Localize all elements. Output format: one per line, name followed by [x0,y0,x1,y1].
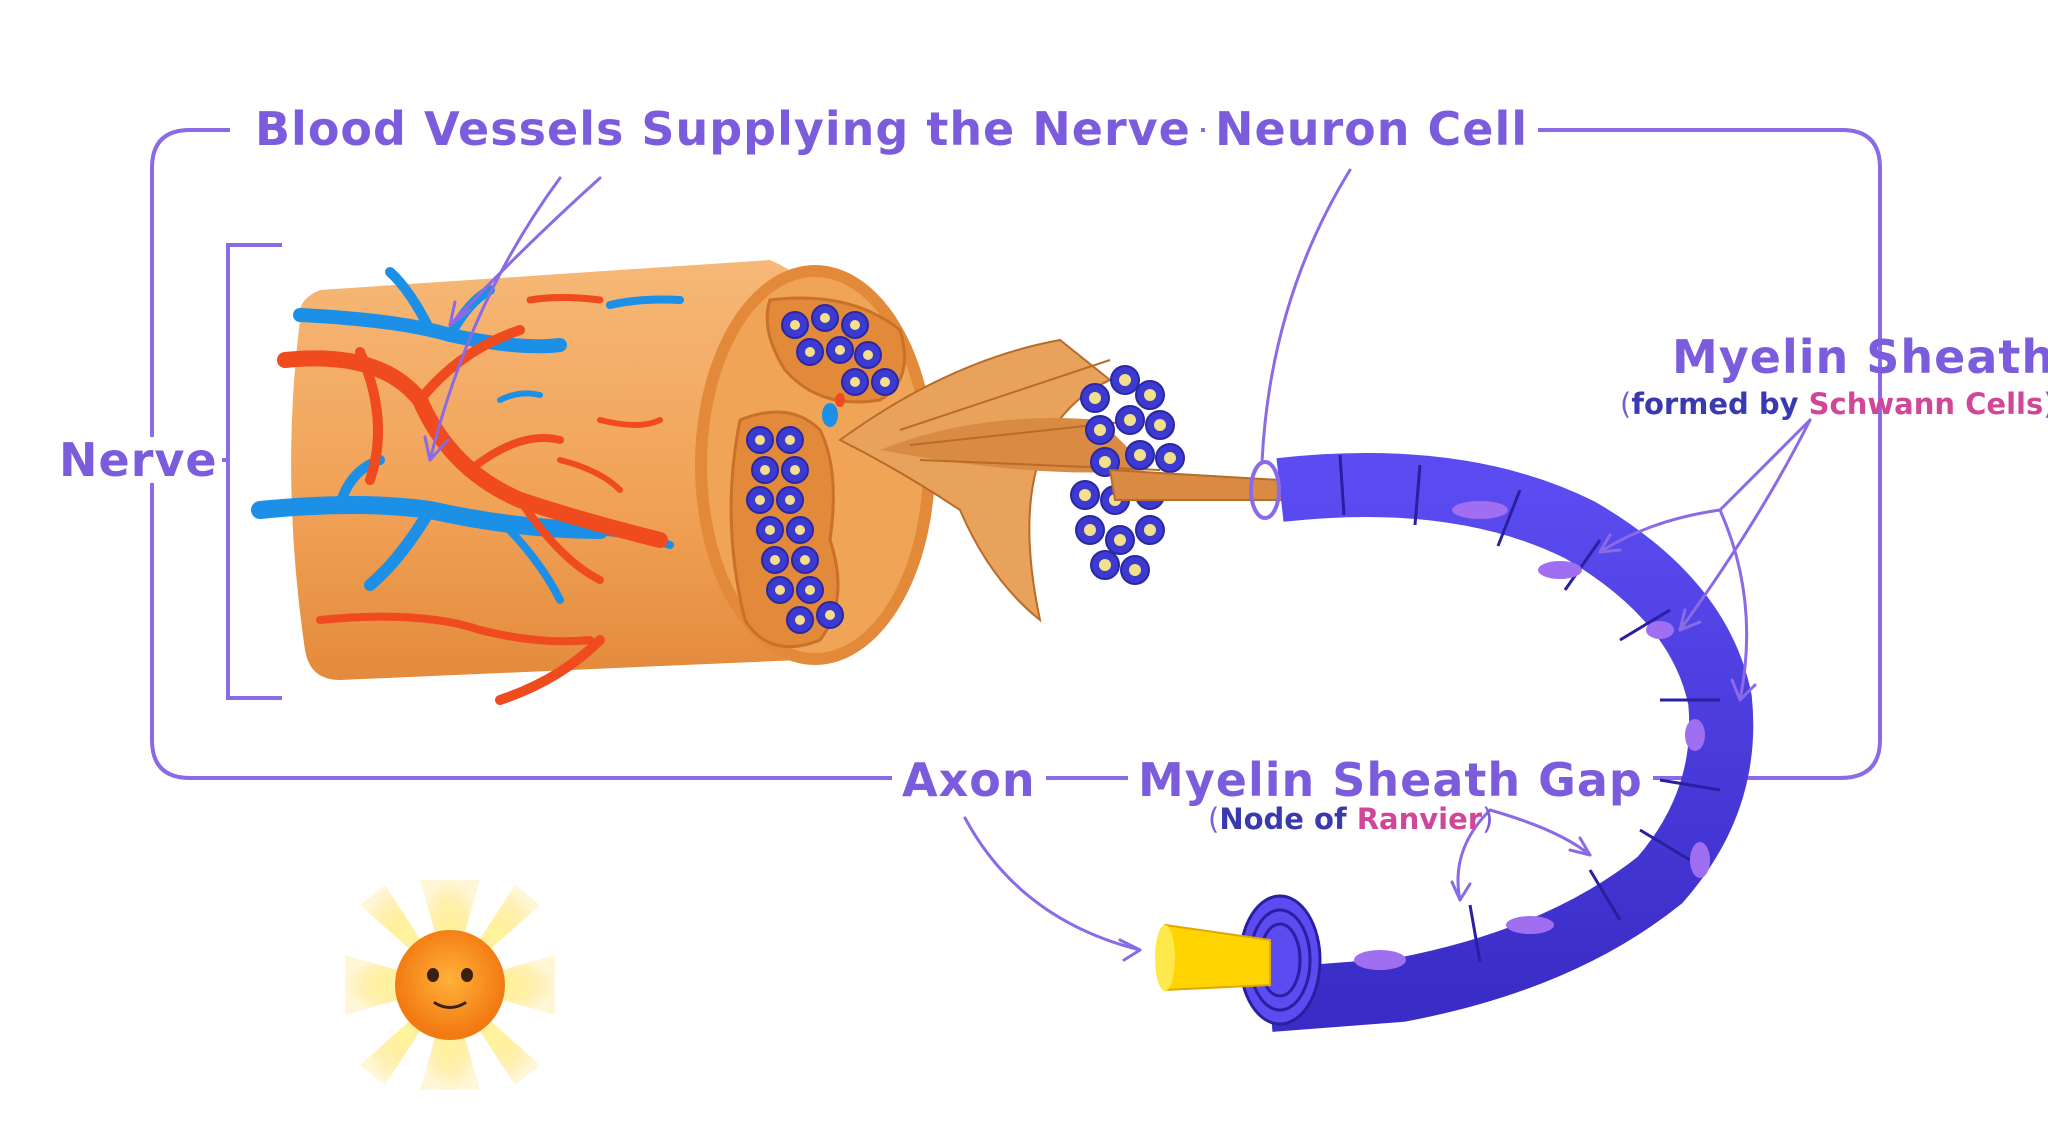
myelin-sheath-label: Myelin Sheath [1672,330,2048,384]
myelin-sheath-subtitle: (formed by Schwann Cells) [1620,387,2048,421]
myelin-sub-prefix: formed by [1631,387,1809,421]
blood-vessels-label: Blood Vessels Supplying the Nerve [245,106,1201,152]
neuron-cell-label: Neuron Cell [1205,106,1538,152]
nerve-label: Nerve [55,437,222,483]
fascicle-cross-section [729,296,906,649]
myelin-gap-subtitle: (Node of Ranvier) [1208,802,1494,836]
artery-vessels [277,294,668,705]
fascicle-bundle [838,338,1287,623]
myelin-sub-highlight: Schwann Cells [1808,387,2044,421]
axon-label: Axon [892,757,1046,803]
myelinated-axon [1155,453,1754,1032]
sun-mascot-icon [345,880,555,1090]
myelin-gap-label: Myelin Sheath Gap [1128,757,1653,803]
pointer-lines [423,168,1812,962]
gap-sub-prefix: Node of [1219,802,1357,836]
gap-sub-highlight: Ranvier [1356,802,1483,836]
neuron-cell-ring [1249,460,1281,520]
